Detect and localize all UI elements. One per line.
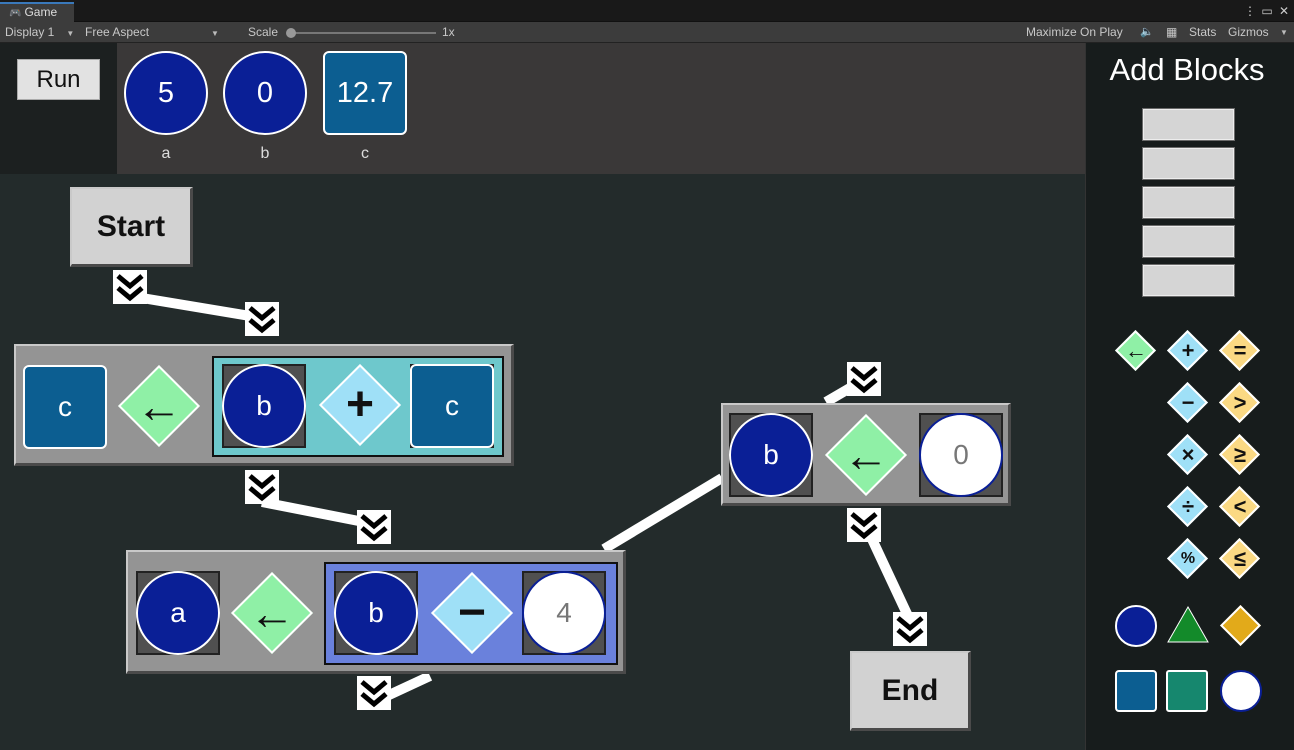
palette-modulo-operator[interactable]: %: [1166, 537, 1209, 580]
connector-in-chevron-icon[interactable]: [357, 510, 391, 544]
end-block[interactable]: End: [850, 651, 971, 731]
speaker-icon[interactable]: 🔈: [1140, 26, 1154, 38]
palette-equals-operator[interactable]: =: [1218, 329, 1261, 372]
assign-arrow-icon: ←: [136, 380, 182, 432]
divide-icon: ÷: [1181, 494, 1195, 519]
connector-in-chevron-icon[interactable]: [245, 302, 279, 336]
connector-line: [129, 291, 263, 323]
left-operand[interactable]: b: [222, 364, 306, 448]
more-icon[interactable]: ⋮: [1244, 4, 1256, 18]
palette-constant-circle[interactable]: [1220, 670, 1262, 712]
greater-than-icon: >: [1233, 390, 1247, 415]
window-tab-bar: [0, 0, 1294, 22]
assign-arrow-icon: ←: [249, 587, 295, 639]
assignment-block-a[interactable]: a ← b − 4: [126, 550, 626, 674]
tab-game-label: Game: [24, 5, 58, 19]
palette-triangle-shape[interactable]: [1166, 605, 1210, 645]
plus-icon: +: [345, 378, 375, 431]
add-block-button[interactable]: [1143, 226, 1234, 257]
maximize-on-play-toggle[interactable]: Maximize On Play: [1026, 25, 1123, 39]
less-equal-icon: ≤: [1233, 546, 1247, 571]
stats-toggle[interactable]: Stats: [1189, 25, 1217, 39]
minus-icon: −: [1181, 390, 1195, 415]
palette-greater-operator[interactable]: >: [1218, 381, 1261, 424]
connector-out-chevron-icon[interactable]: [245, 470, 279, 504]
connector-out-chevron-icon[interactable]: [113, 270, 147, 304]
greater-equal-icon: ≥: [1233, 442, 1247, 467]
value-operand[interactable]: 0: [919, 413, 1003, 497]
maximize-icon[interactable]: ▭: [1261, 4, 1273, 18]
connector-line: [261, 497, 375, 529]
expression-minus[interactable]: b − 4: [324, 562, 618, 665]
chevron-down-icon[interactable]: ▼: [1280, 28, 1288, 37]
aspect-dropdown[interactable]: Free Aspect ▼: [85, 22, 219, 43]
target-operand[interactable]: c: [23, 365, 107, 449]
tab-game[interactable]: 🎮Game: [0, 2, 74, 22]
scale-label: Scale: [248, 25, 279, 39]
assign-arrow-icon: ←: [843, 429, 889, 481]
connector-in-chevron-icon[interactable]: [893, 612, 927, 646]
start-block[interactable]: Start: [70, 187, 193, 267]
palette-green-square-shape[interactable]: [1166, 670, 1208, 712]
target-operand[interactable]: a: [136, 571, 220, 655]
display-dropdown[interactable]: Display 1 ▼: [5, 22, 74, 43]
gamepad-icon: 🎮: [9, 8, 22, 19]
variable-a[interactable]: 5: [124, 51, 208, 135]
palette-minus-operator[interactable]: −: [1166, 381, 1209, 424]
variable-c-label: c: [361, 145, 369, 162]
palette-greater-equal-operator[interactable]: ≥: [1218, 433, 1261, 476]
add-block-button[interactable]: [1143, 187, 1234, 218]
variable-c[interactable]: 12.7: [323, 51, 407, 135]
connector-out-chevron-icon[interactable]: [847, 508, 881, 542]
chevron-down-icon: ▼: [66, 29, 75, 38]
right-operand[interactable]: 4: [522, 571, 606, 655]
palette-divide-operator[interactable]: ÷: [1166, 485, 1209, 528]
percent-icon: %: [1180, 550, 1196, 567]
multiply-icon: ×: [1181, 442, 1195, 467]
less-than-icon: <: [1233, 494, 1247, 519]
connector-line: [823, 383, 853, 407]
connector-line: [601, 473, 725, 554]
aspect-label: Free Aspect: [85, 25, 150, 39]
left-operand[interactable]: b: [334, 571, 418, 655]
assignment-block-b[interactable]: b ← 0: [721, 403, 1011, 506]
connector-out-chevron-icon[interactable]: [357, 676, 391, 710]
equals-icon: =: [1233, 338, 1247, 363]
gizmos-toggle[interactable]: Gizmos: [1228, 25, 1269, 39]
plus-icon: +: [1181, 338, 1195, 363]
close-icon[interactable]: ✕: [1278, 4, 1290, 18]
palette-assign-operator[interactable]: ←: [1114, 329, 1157, 372]
variable-b[interactable]: 0: [223, 51, 307, 135]
variable-b-label: b: [260, 145, 270, 162]
target-operand[interactable]: b: [729, 413, 813, 497]
display-label: Display 1: [5, 25, 55, 39]
add-block-button[interactable]: [1143, 265, 1234, 296]
expression-plus[interactable]: b + c: [212, 356, 504, 457]
palette-circle-variable[interactable]: [1115, 605, 1157, 647]
palette-plus-operator[interactable]: +: [1166, 329, 1209, 372]
palette-less-equal-operator[interactable]: ≤: [1218, 537, 1261, 580]
assign-arrow-icon: ←: [1125, 338, 1147, 363]
add-block-button[interactable]: [1143, 109, 1234, 140]
add-block-button[interactable]: [1143, 148, 1234, 179]
run-button[interactable]: Run: [17, 59, 100, 100]
assignment-block-c[interactable]: c ← b + c: [14, 344, 514, 466]
right-operand[interactable]: c: [410, 364, 494, 448]
palette-less-operator[interactable]: <: [1218, 485, 1261, 528]
scale-value: 1x: [442, 25, 455, 39]
palette-title: Add Blocks: [1109, 52, 1265, 87]
grid-icon[interactable]: ▦: [1166, 25, 1178, 39]
scale-slider-handle[interactable]: [286, 28, 296, 38]
palette-square-variable[interactable]: [1115, 670, 1157, 712]
chevron-down-icon: ▼: [211, 29, 219, 38]
minus-icon: −: [457, 586, 487, 639]
game-toolbar: Display 1 ▼ Free Aspect ▼ Scale 1x Maximiz…: [0, 22, 1294, 43]
palette-multiply-operator[interactable]: ×: [1166, 433, 1209, 476]
scale-slider-track[interactable]: [290, 32, 436, 34]
connector-in-chevron-icon[interactable]: [847, 362, 881, 396]
variable-a-label: a: [161, 145, 171, 162]
